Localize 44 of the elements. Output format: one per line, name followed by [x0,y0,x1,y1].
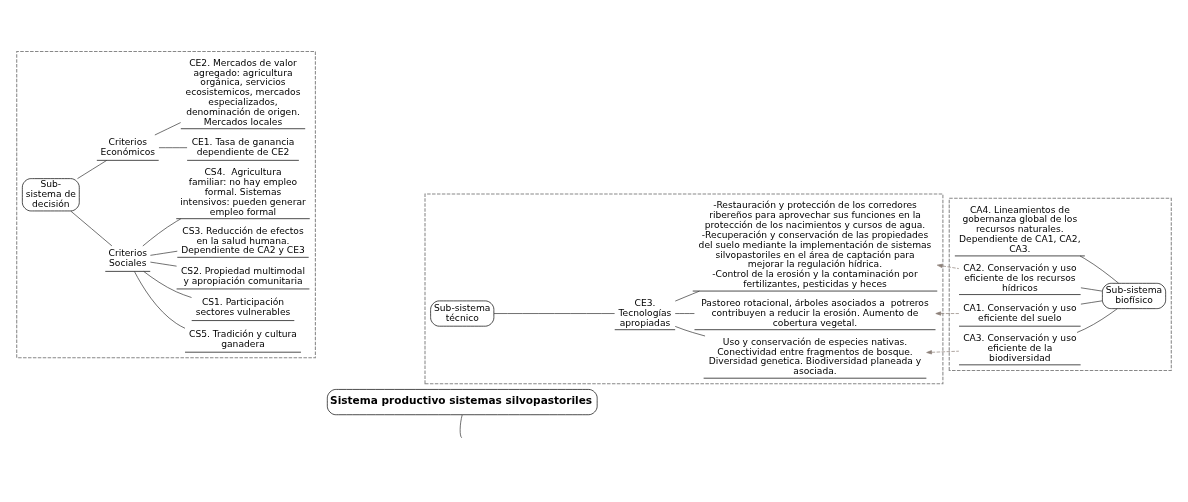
connector [493,313,615,314]
node-text: CE1. Tasa de ganancia dependiente de CE2 [191,137,295,158]
node-text: CS3. Reducción de efectos en la salud humana. Dependiente de CA2 y CE3 [181,225,305,256]
connector [143,271,192,298]
node-box: Sub-sistema técnico [430,300,495,327]
node-text: Criterios Económicos [100,137,156,158]
connector [1080,300,1103,305]
connector [674,290,700,302]
connector [134,271,186,329]
node-text: CS5. Tradición y cultura ganadera [189,329,297,349]
node-text: CS2. Propiedad multimodal y apropiación comunitaria [181,265,305,286]
node-text: CA1. Conservación y uso eficiente del suelo [963,303,1077,323]
connector [674,326,706,337]
connector [674,313,695,314]
node-text: CA4. Lineamientos de gobernanza global de los recursos naturales. Dependiente de CA1, CA2, CA3. [959,204,1081,254]
connector [158,147,188,149]
connector [142,218,182,247]
node-box: Sub-sistema biofísico [1102,282,1166,309]
node-box: Sistema productivo sistemas silvopastoriles [326,389,598,416]
node-text: CS1. Participación sectores vulnerables [195,297,291,318]
cluster [948,197,1172,371]
connector [1080,287,1103,292]
arrow [935,311,960,316]
connector [77,160,108,179]
connector [150,261,177,267]
connector [154,122,181,136]
connector [150,250,178,256]
arrow [926,350,960,355]
connector [1079,255,1120,284]
node-text: CA2. Conservación y uso eficiente de los recursos hídricos [963,262,1077,293]
node-text: CE2. Mercados de valor agregado: agricultura orgánica, servicios ecosistemicos, mercados especializados, denominación de origen. Mercados locales [185,57,301,127]
connector [459,414,463,439]
node-text: CE3. Tecnologías apropiadas [618,298,672,328]
node-text: CA3. Conservación y uso eficiente de la biodiversidad [963,333,1077,363]
arrow [936,263,960,269]
cluster [16,50,316,359]
node-text: CS4. Agricultura familiar: no hay empleo formal. Sistemas intensivos: pueden generar empleo formal [180,167,306,217]
node-text: Pastoreo rotacional, árboles asociados a potreros contribuyen a reducir la erosión. Aumento de cobertura vegetal. [701,298,929,328]
node-text: -Restauración y protección de los corredores ribereños para aprovechar sus funciones en la protección de los nacimientos y cursos de agua. -Recuperación y conservación de las propiedades del suelo mediante la implementación de sistemas silvopastoriles en el área de captación para mejorar la regulación hídrica. -Control de la erosión y la contaminación por fertilizantes, pesticidas y heces [698,200,932,290]
node-text: Uso y conservación de especies nativas. Conectividad entre fragmentos de bosque. Diversidad genetica. Biodiversidad planeada y asociada. [708,336,922,377]
node-box: Sub-sistema de decisión [22,178,80,212]
node-text: Criterios Sociales [108,248,147,269]
connector [1076,308,1118,333]
connector [70,210,113,247]
